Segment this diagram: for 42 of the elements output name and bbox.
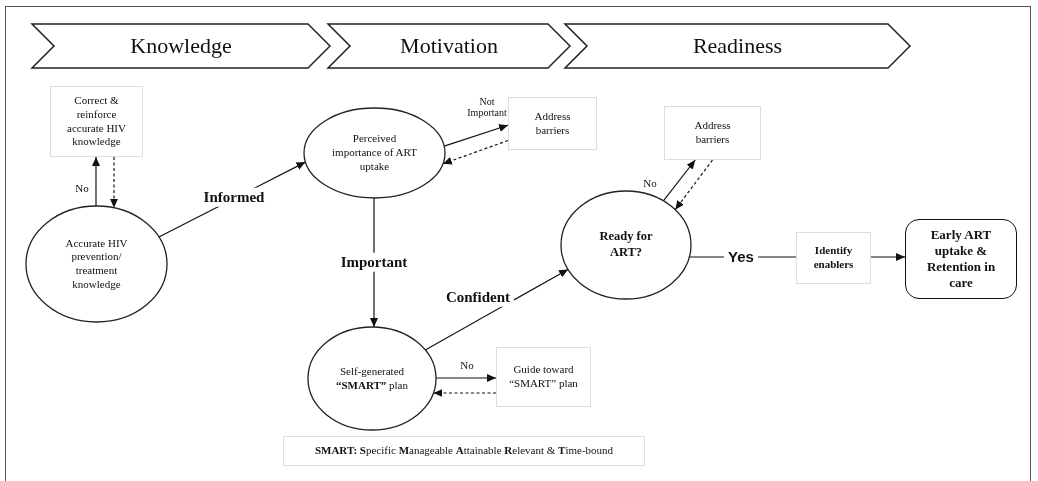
stage-banner [565, 24, 910, 68]
node-text: Correct & reinforce accurate HIV knowledge [66, 94, 127, 149]
node-text: Identify enablers [812, 244, 855, 272]
dashed-arrow [432, 389, 497, 397]
process-ellipse [303, 107, 446, 199]
dashed-arrow [442, 139, 509, 165]
edge-label: Not Important [466, 96, 508, 118]
node-text: Accurate HIV prevention/ treatment knowledge [64, 236, 129, 292]
outcome-box [905, 219, 1017, 299]
node-text: Early ART uptake & Retention in care [925, 226, 997, 292]
process-ellipse [560, 190, 692, 300]
stage-label: Motivation [400, 32, 498, 60]
node-text: Address barriers [693, 119, 732, 147]
note-box [283, 436, 645, 466]
process-box [496, 347, 591, 407]
node-text: Ready for ART? [598, 229, 654, 261]
arrow [435, 374, 497, 382]
node-text: Perceived importance of ART uptake [331, 132, 418, 174]
process-ellipse [307, 326, 437, 431]
node-text: Guide toward “SMART” plan [508, 363, 579, 391]
edge-label: No [643, 176, 657, 190]
arrow [92, 156, 100, 207]
edge-label: No [75, 181, 89, 195]
stage-label: Readiness [692, 32, 783, 60]
stage-banner [328, 24, 570, 68]
dashed-arrow [674, 159, 714, 211]
node-text: Address barriers [533, 109, 572, 138]
arrow [443, 124, 509, 147]
process-box [796, 232, 871, 284]
process-box [664, 106, 761, 160]
node-text: Self-generated “SMART” plan [334, 364, 409, 393]
process-box [508, 97, 597, 150]
arrow [662, 159, 696, 202]
process-ellipse [25, 205, 168, 323]
stage-label: Knowledge [130, 32, 232, 60]
arrow [424, 268, 569, 351]
stage-banner [32, 24, 330, 68]
process-box [50, 86, 143, 157]
arrow [870, 253, 906, 261]
node-text: SMART: Specific Manageable Attainable Relevant & Time-bound [314, 444, 614, 458]
dashed-arrow [110, 156, 118, 209]
edge-label: No [460, 358, 474, 372]
